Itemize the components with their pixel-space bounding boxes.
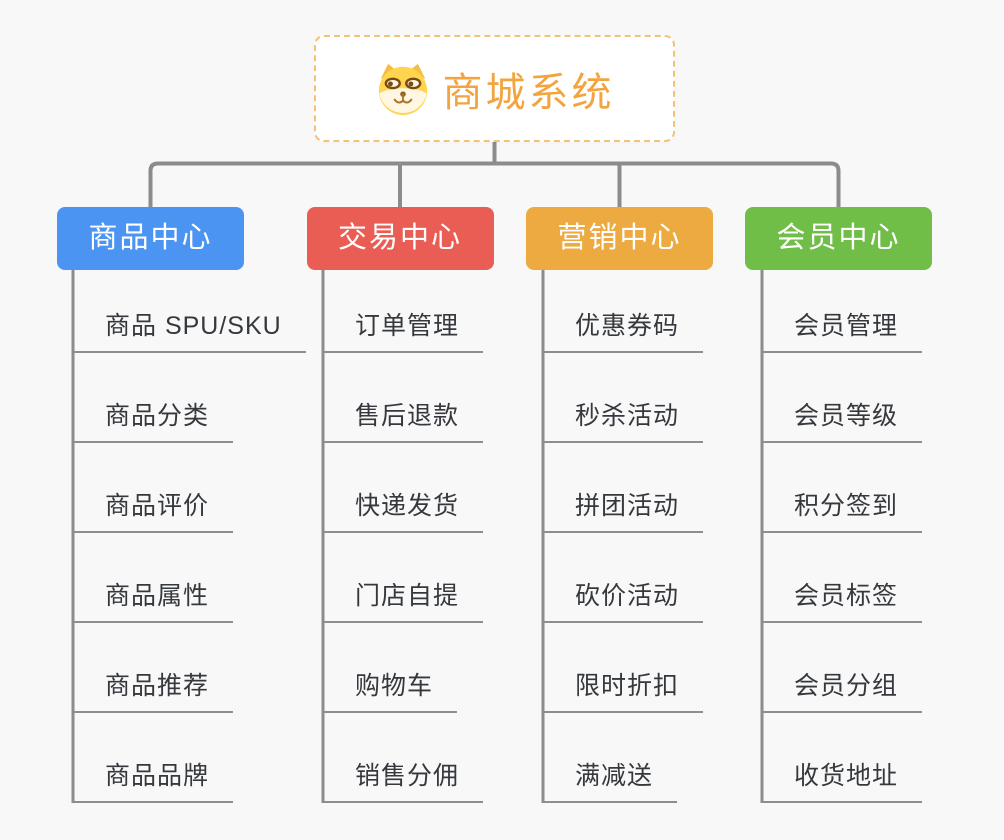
child-item[interactable]: 秒杀活动 — [543, 398, 704, 443]
child-item[interactable]: 购物车 — [323, 668, 458, 713]
dog-face-icon — [378, 63, 427, 115]
branch-label: 会员中心 — [776, 222, 901, 254]
child-item[interactable]: 会员标签 — [762, 578, 923, 623]
child-item[interactable]: 订单管理 — [323, 308, 484, 353]
child-item[interactable]: 商品属性 — [73, 578, 234, 623]
child-item[interactable]: 会员等级 — [762, 398, 923, 443]
child-item[interactable]: 满减送 — [543, 758, 678, 803]
child-item[interactable]: 限时折扣 — [543, 668, 704, 713]
branch-node-2[interactable]: 营销中心 — [526, 207, 713, 270]
child-item[interactable]: 商品评价 — [73, 488, 234, 533]
child-item[interactable]: 快递发货 — [323, 488, 484, 533]
child-item[interactable]: 砍价活动 — [543, 578, 704, 623]
branch-label: 交易中心 — [337, 222, 462, 254]
child-item[interactable]: 商品推荐 — [73, 668, 234, 713]
child-item[interactable]: 销售分佣 — [323, 758, 484, 803]
child-item[interactable]: 商品 SPU/SKU — [73, 308, 306, 353]
child-item[interactable]: 积分签到 — [762, 488, 923, 533]
child-item[interactable]: 商品分类 — [73, 398, 234, 443]
branch-node-0[interactable]: 商品中心 — [57, 207, 244, 270]
child-item[interactable]: 收货地址 — [762, 758, 923, 803]
child-item[interactable]: 会员管理 — [762, 308, 923, 353]
branch-node-1[interactable]: 交易中心 — [306, 207, 494, 270]
child-item[interactable]: 售后退款 — [323, 398, 484, 443]
branch-node-3[interactable]: 会员中心 — [745, 207, 932, 270]
child-item[interactable]: 优惠券码 — [543, 308, 704, 353]
root-node[interactable]: 商城系统 — [314, 35, 675, 142]
branch-label: 商品中心 — [88, 222, 213, 254]
child-item[interactable]: 商品品牌 — [73, 758, 234, 803]
child-item[interactable]: 门店自提 — [323, 578, 484, 623]
branch-label: 营销中心 — [557, 222, 682, 254]
child-item[interactable]: 拼团活动 — [543, 488, 704, 533]
child-item[interactable]: 会员分组 — [762, 668, 923, 713]
root-title: 商城系统 — [442, 70, 615, 115]
